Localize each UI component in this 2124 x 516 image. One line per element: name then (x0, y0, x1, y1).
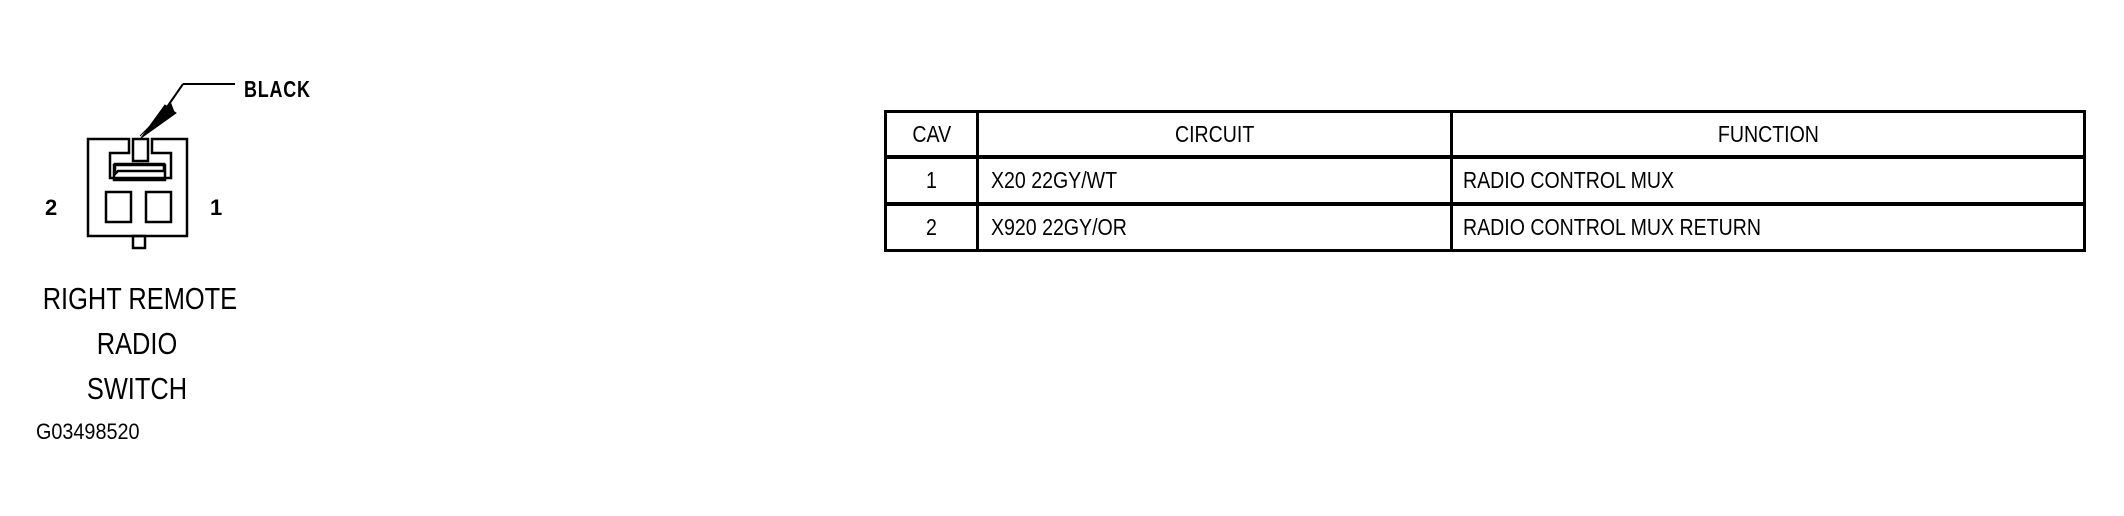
connector-title-line-1: RIGHT REMOTE (42, 281, 238, 316)
cell-function: RADIO CONTROL MUX RETURN (1463, 214, 1761, 240)
cell-circuit: X920 22GY/OR (979, 206, 1453, 249)
cell-function: RADIO CONTROL MUX (1463, 167, 1675, 193)
header-cav: CAV (887, 113, 979, 155)
table-row: 2 X920 22GY/OR RADIO CONTROL MUX RETURN (887, 206, 2083, 249)
table-row: 1 X20 22GY/WT RADIO CONTROL MUX (887, 159, 2083, 206)
header-function: FUNCTION (1717, 120, 1819, 147)
connector-body-icon (86, 137, 189, 250)
table-header-row: CAV CIRCUIT FUNCTION (887, 113, 2083, 159)
cell-circuit: X20 22GY/WT (979, 159, 1453, 202)
connector-title-line-3: SWITCH (86, 371, 188, 406)
cavity-1-label: 1 (210, 195, 223, 220)
connector-title: RIGHT REMOTE RADIO SWITCH (22, 276, 252, 411)
header-circuit: CIRCUIT (979, 113, 1453, 155)
pinout-table: CAV CIRCUIT FUNCTION 1 X20 22GY/WT RADIO… (884, 110, 2086, 252)
connector-face-diagram (86, 83, 235, 250)
cell-cav: 1 (887, 159, 979, 202)
connector-title-line-2: RADIO (96, 326, 178, 361)
cavity-2-label: 2 (45, 195, 58, 220)
color-callout-label: BLACK (244, 76, 311, 102)
callout-leader-icon (139, 83, 235, 139)
cell-cav: 2 (887, 206, 979, 249)
figure-id: G03498520 (36, 419, 140, 444)
